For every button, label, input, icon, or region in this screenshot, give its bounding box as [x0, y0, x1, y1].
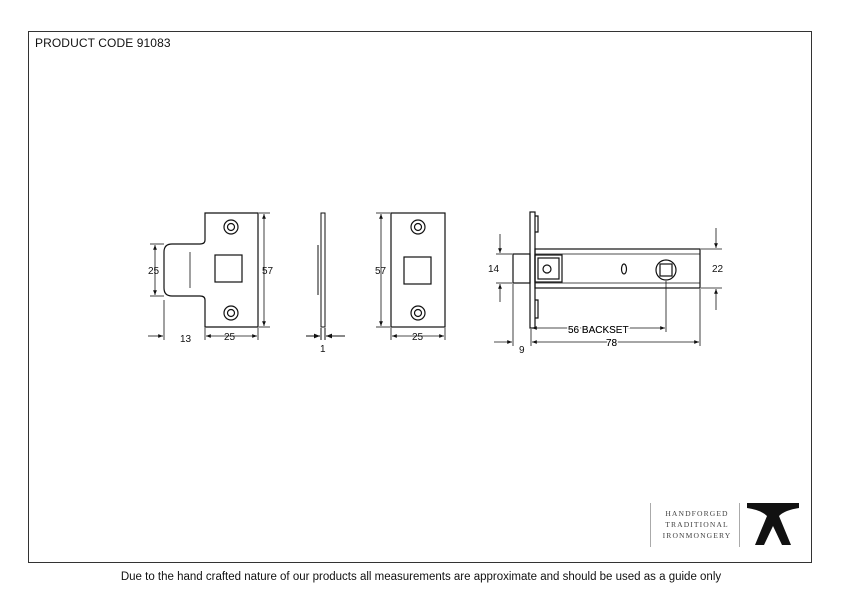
latch-length-label: 78 — [606, 338, 618, 349]
forend-plate — [390, 212, 446, 328]
latch-backset-label-bg: 56 BACKSET — [568, 325, 629, 336]
tubular-latch — [512, 211, 701, 329]
latch-bolt-height-label: 14 — [488, 264, 500, 275]
brand-line1: HANDFORGED — [665, 509, 729, 518]
brand-line3: IRONMONGERY — [662, 531, 732, 540]
latch-body-height-label: 22 — [712, 264, 724, 275]
brand-logo-text: HANDFORGED TRADITIONAL IRONMONGERY — [657, 508, 737, 541]
drawing-frame — [28, 31, 812, 563]
anvil-logo-icon — [747, 503, 799, 545]
striker-thickness-label: 1 — [320, 344, 326, 355]
brand-line2: TRADITIONAL — [665, 520, 729, 529]
striker-height-label: 57 — [262, 266, 274, 277]
latch-backset-label: 56 BACKSET — [568, 325, 629, 336]
striker-plate — [163, 212, 259, 328]
forend-width-label: 25 — [412, 332, 424, 343]
forend-height-label: 57 — [375, 266, 387, 277]
latch-length-label-bg: 78 — [606, 338, 618, 349]
logo-divider-right — [739, 503, 740, 547]
latch-bolt-projection-label: 9 — [519, 345, 525, 356]
product-code: PRODUCT CODE 91083 — [35, 36, 171, 50]
disclaimer-footer: Due to the hand crafted nature of our pr… — [120, 571, 722, 583]
striker-lip-label: 13 — [180, 334, 192, 345]
striker-tongue-label: 25 — [148, 266, 160, 277]
logo-divider-left — [650, 503, 651, 547]
striker-side — [306, 212, 345, 340]
striker-width-label: 25 — [224, 332, 236, 343]
